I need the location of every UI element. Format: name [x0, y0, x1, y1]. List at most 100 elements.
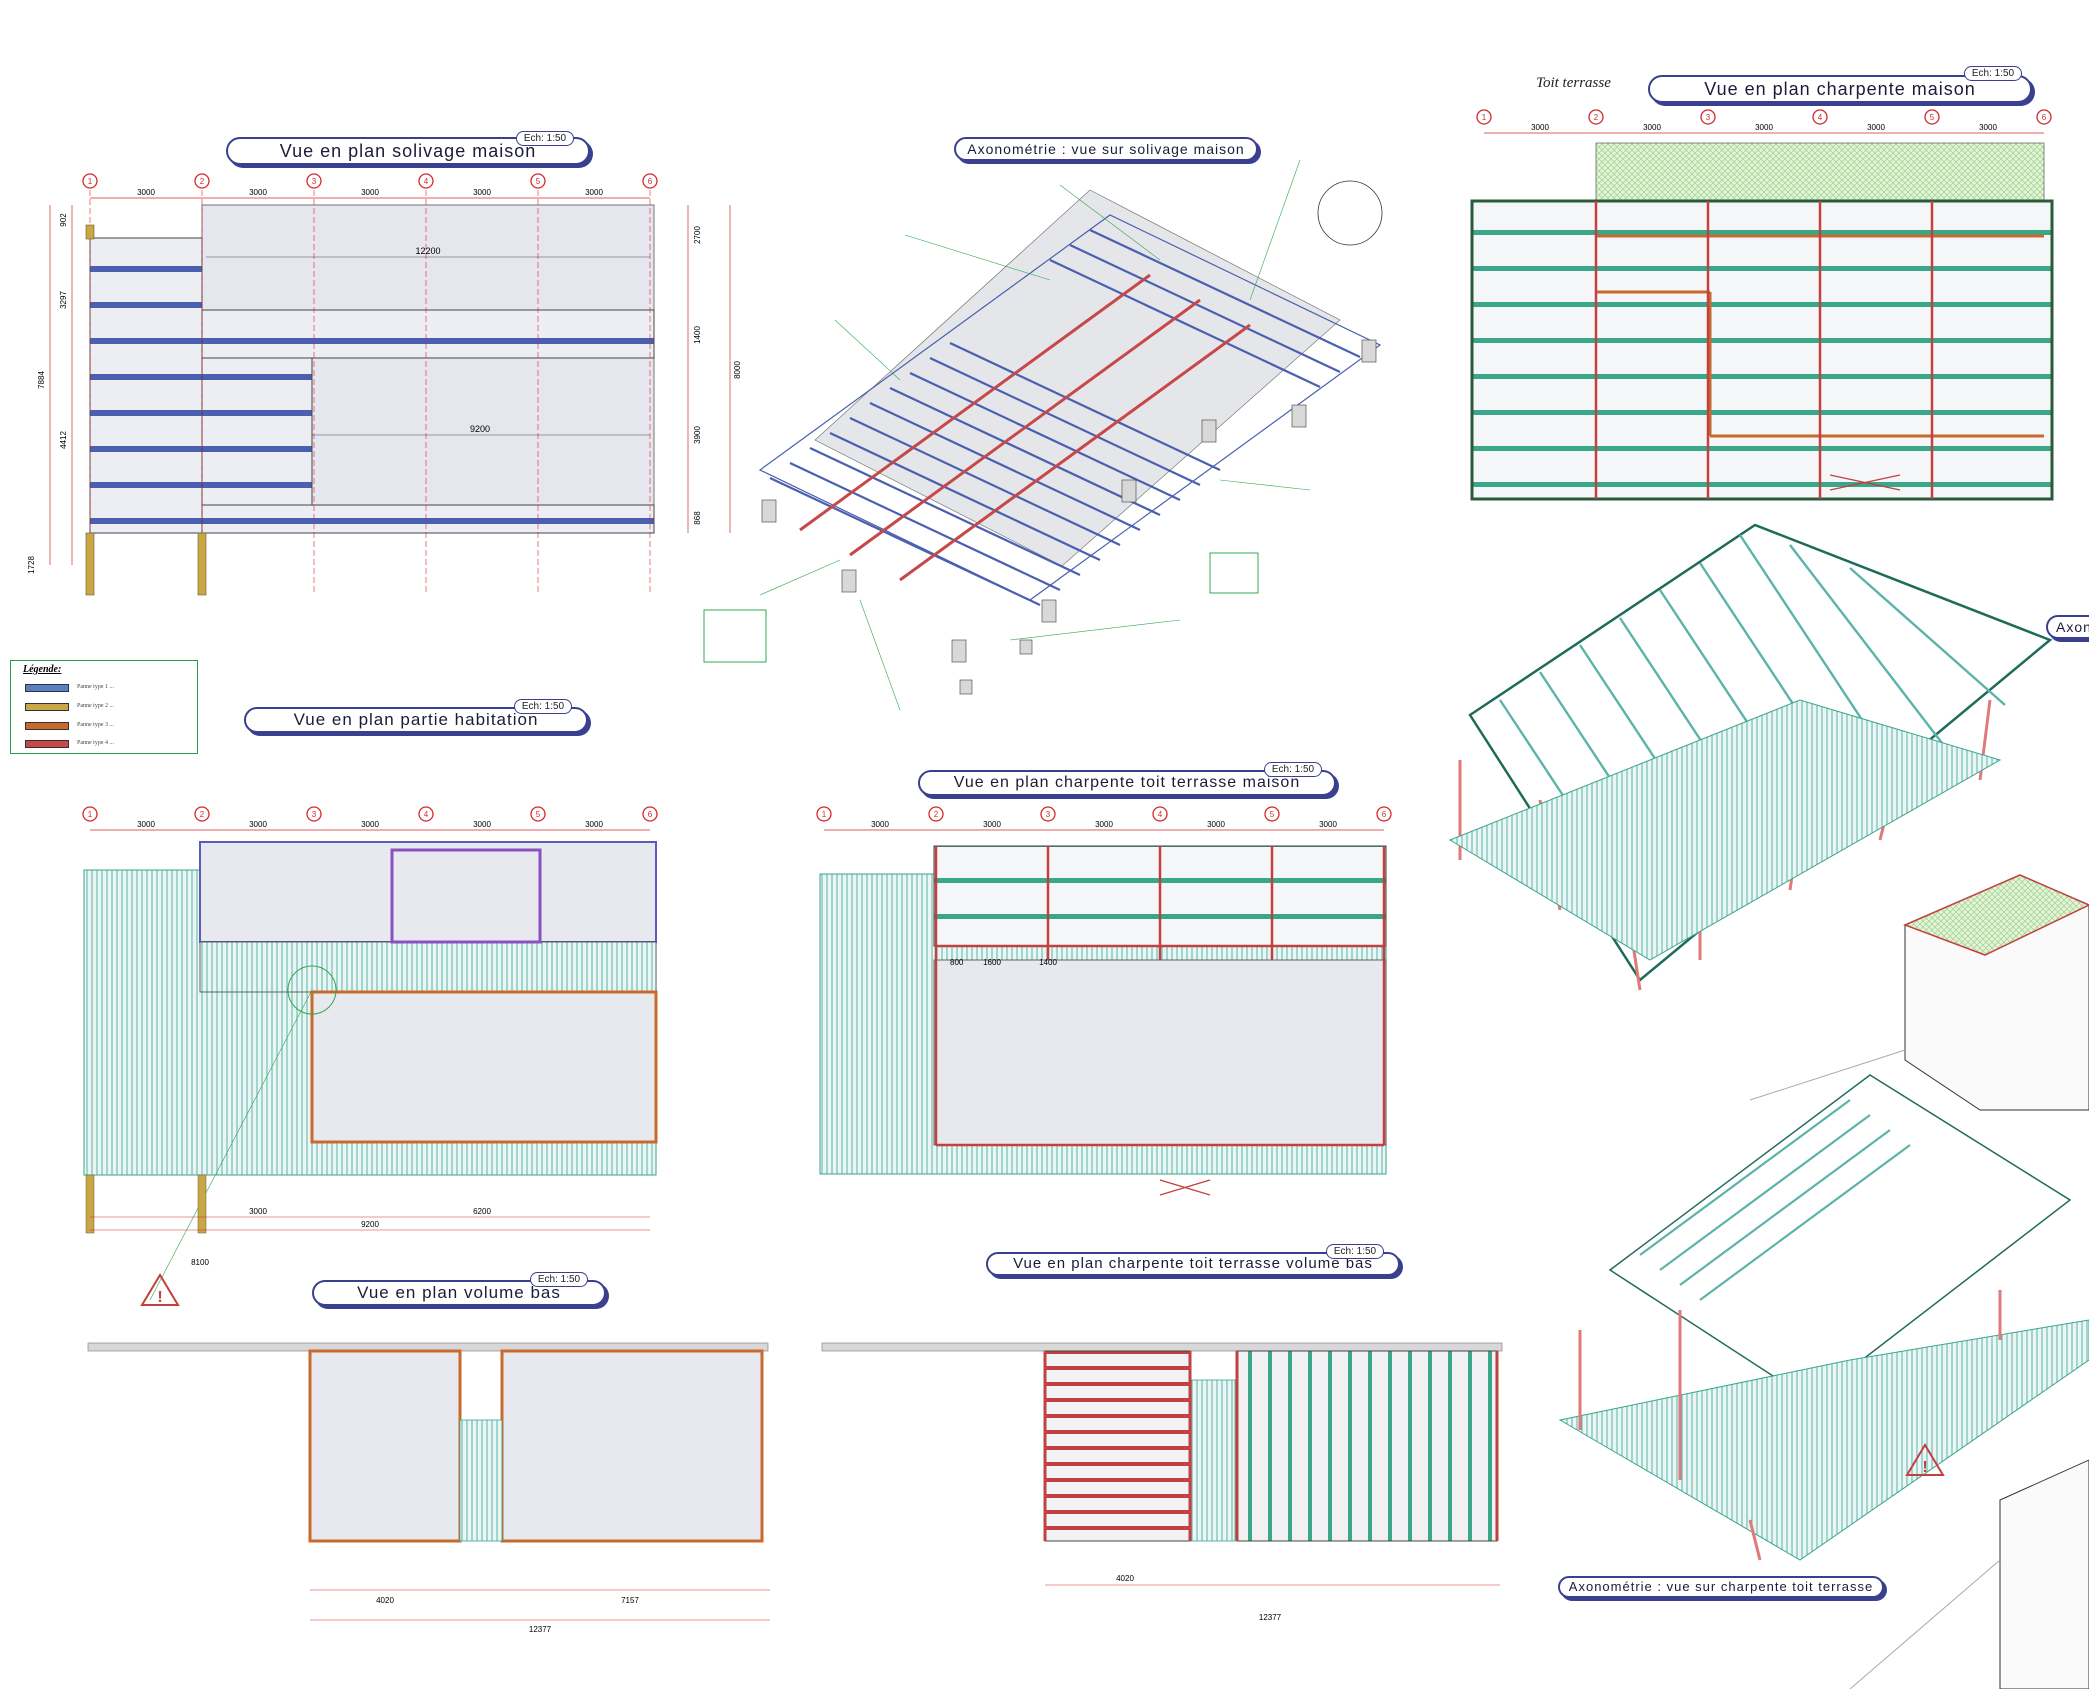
axis-label: 2: [200, 177, 205, 186]
room-purple: [390, 848, 542, 944]
axo-deck: [1448, 699, 2002, 961]
view-solivage: 1 2 3 4 5 6 3000 3000 3000 3000 3000: [27, 173, 742, 596]
terrasse-room: [933, 959, 1387, 1146]
gridlines-solivage: [89, 190, 651, 595]
axis-label: 4: [1158, 810, 1163, 819]
dim-868: 868: [693, 511, 702, 525]
legend-label-2: Panne type 2 ...: [77, 703, 114, 709]
axis-row-terrasse: [816, 806, 1392, 822]
axis-label: 2: [934, 810, 939, 819]
axis-label: 2: [1594, 113, 1599, 122]
scale-charpente-terrasse: Ech: 1:50: [1264, 762, 1322, 777]
dim-7884: 7884: [37, 371, 46, 389]
view-axo-partial: [1749, 874, 2089, 1111]
axo-piers: [761, 339, 1377, 695]
legend-label-3: Panne type 3 ...: [77, 722, 114, 728]
dim-3900: 3900: [693, 426, 702, 444]
dim-label: 3000: [473, 188, 491, 197]
view-axo-charpente-1: [1448, 523, 2053, 991]
axis-label: 3: [1046, 810, 1051, 819]
axis-label: 1: [88, 810, 93, 819]
dim-902: 902: [59, 213, 68, 227]
dim-label: 3000: [1755, 123, 1773, 132]
view-axo-charpente-2: !: [1558, 1074, 2089, 1689]
dim-label: 3000: [249, 820, 267, 829]
dim-label: 3000: [871, 820, 889, 829]
axis-row-charpente: [1476, 109, 2052, 125]
dim-label: 3000: [361, 820, 379, 829]
room-right: [500, 1349, 764, 1543]
warning-mark: !: [157, 1289, 162, 1306]
scale-charpente-volume-bas: Ech: 1:50: [1326, 1244, 1384, 1259]
dim-label: 3000: [585, 820, 603, 829]
legend-label-4: Panne type 4 ...: [77, 740, 114, 746]
dim-1728: 1728: [27, 556, 36, 574]
dim-label: 3000: [473, 820, 491, 829]
dim-label: 3000: [137, 188, 155, 197]
axis-label: 5: [536, 810, 541, 819]
charpente-posts: [1594, 201, 1934, 499]
axo-beams: [799, 273, 1251, 582]
axis-label: 6: [648, 177, 653, 186]
posts-habitation: [85, 1174, 207, 1234]
axo2-rafters: [1639, 1099, 1911, 1301]
dim-label: 3000: [361, 188, 379, 197]
roof-terrasse: [1595, 142, 2045, 202]
view-charpente-terrasse: 1 2 3 4 5 6 3000 3000 3000 3000 3000 800…: [816, 806, 1392, 1196]
view-charpente-maison: 1 2 3 4 5 6 3000 3000 3000 3000 3000: [1470, 109, 2054, 501]
axo-slab: [814, 189, 1341, 567]
detail-box-2: [703, 609, 767, 663]
title-charpente-terrasse: Vue en plan charpente toit terrasse mais…: [918, 770, 1336, 796]
dims-left-solivage: [49, 205, 73, 565]
dim-8100: 8100: [191, 1258, 209, 1267]
axo-joists: [769, 229, 1361, 606]
warning-icon: [140, 1273, 180, 1306]
legend-swatch-4: [25, 740, 69, 748]
dims-right-solivage: [687, 205, 731, 533]
legend-swatch-1: [25, 684, 69, 692]
legend-label-1: Panne type 1 ...: [77, 684, 114, 690]
scale-solivage: Ech: 1:50: [516, 131, 574, 146]
legend-swatch-3: [25, 722, 69, 730]
dim-label: 3000: [1207, 820, 1225, 829]
dim-7157: 7157: [621, 1596, 639, 1605]
label-toit-terrasse: Toit terrasse: [1536, 75, 1611, 91]
axis-label: 5: [1270, 810, 1275, 819]
title-volume-bas: Vue en plan volume bas: [312, 1280, 606, 1306]
dim-label: 3000: [1319, 820, 1337, 829]
axis-label: 3: [1706, 113, 1711, 122]
dim-1400b: 1400: [1039, 958, 1057, 967]
warning-icon: [1905, 1443, 1945, 1476]
joist-area-center: [201, 309, 655, 359]
dim-label: 3000: [1531, 123, 1549, 132]
dim-4412: 4412: [59, 431, 68, 449]
dim-label: 3000: [1095, 820, 1113, 829]
dim-12377: 12377: [529, 1625, 552, 1634]
view-habitation: 1 2 3 4 5 6 3000 3000 3000 3000 3000 300…: [82, 806, 658, 1301]
axis-label: 3: [312, 810, 317, 819]
scale-habitation: Ech: 1:50: [514, 699, 572, 714]
dim-9200-b: 9200: [361, 1220, 379, 1229]
room-lower: [310, 990, 658, 1144]
dim-3297: 3297: [59, 291, 68, 309]
joist-area-left: [89, 237, 203, 534]
axo2-partial-box: [1999, 1459, 2089, 1689]
detail-circle: [287, 965, 337, 1015]
corridor: [199, 941, 657, 993]
axis-label: 6: [1382, 810, 1387, 819]
dim-label: 3000: [1979, 123, 1997, 132]
dim-3000-b: 3000: [249, 1207, 267, 1216]
detail-box-1: [1209, 552, 1259, 594]
dim-8000: 8000: [733, 361, 742, 379]
view-charpente-volume-bas: 4020 12377: [821, 1342, 1503, 1622]
dim-800: 800: [950, 958, 964, 967]
axo-leaders: [759, 159, 1311, 711]
legend-title: Légende:: [23, 664, 62, 675]
axis-label: 5: [1930, 113, 1935, 122]
axo2-posts: [1578, 1290, 2002, 1561]
vb-beams: [1043, 1351, 1499, 1541]
dim-9200: 9200: [470, 424, 490, 434]
axis-label: 4: [424, 810, 429, 819]
title-axo-solivage: Axonométrie : vue sur solivage maison: [954, 137, 1258, 161]
